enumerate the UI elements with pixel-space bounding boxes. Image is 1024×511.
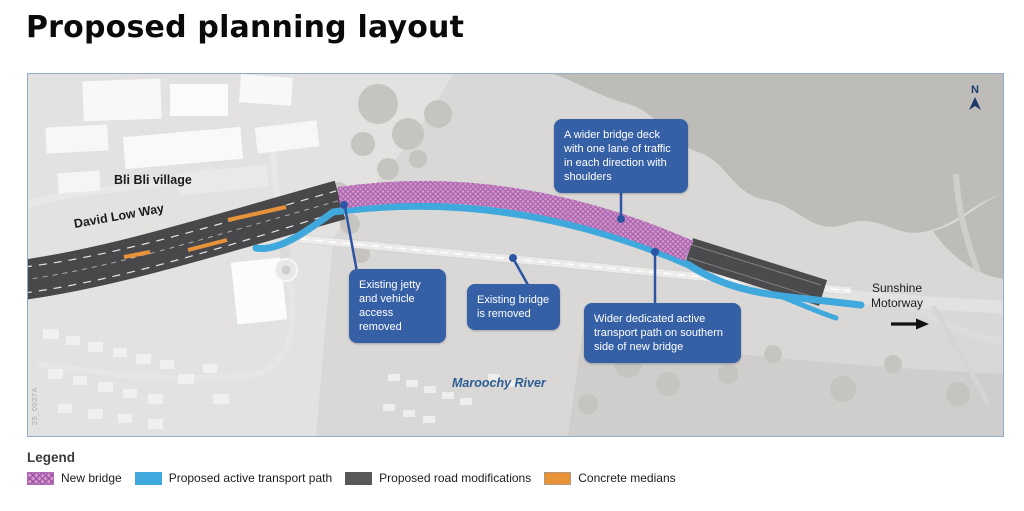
forest-area	[458, 74, 1003, 233]
legend-label: New bridge	[61, 471, 122, 485]
road-modifications-swatch	[345, 471, 373, 485]
callout-existing-bridge-removed: Existing bridge is removed	[467, 284, 560, 331]
aerial-map-graphic	[28, 74, 1003, 436]
figure-id-watermark: 25_0037A	[30, 387, 39, 426]
active-path-swatch	[134, 471, 162, 485]
callout-leader-lines	[343, 190, 657, 303]
page-title: Proposed planning layout	[26, 10, 465, 45]
legend-item-concrete-medians: Concrete medians	[544, 471, 676, 485]
label-sunshine-motorway: Sunshine Motorway	[870, 281, 923, 310]
david-low-way-road	[28, 180, 346, 300]
legend-label: Concrete medians	[578, 471, 676, 485]
label-bli-bli-village: Bli Bli village	[114, 173, 192, 187]
concrete-medians-swatch	[544, 471, 572, 485]
callout-jetty-removed: Existing jetty and vehicle access remove…	[349, 269, 446, 344]
direction-arrow-icon	[890, 317, 930, 331]
legend-item-new-bridge: New bridge	[27, 471, 122, 485]
north-label: N	[971, 84, 979, 96]
planning-map: Bli Bli village David Low Way Maroochy R…	[27, 73, 1004, 437]
label-maroochy-river: Maroochy River	[452, 376, 546, 390]
north-indicator: N	[964, 84, 986, 116]
active-transport-path	[252, 202, 865, 321]
north-arrow-icon	[969, 97, 981, 110]
legend-label: Proposed road modifications	[379, 471, 532, 485]
legend-item-active-path: Proposed active transport path	[134, 471, 333, 485]
legend: New bridge Proposed active transport pat…	[27, 471, 676, 485]
callout-anchor-dots	[340, 201, 659, 262]
callout-wider-bridge-deck: A wider bridge deck with one lane of tra…	[554, 119, 688, 194]
legend-item-road-modifications: Proposed road modifications	[345, 471, 531, 485]
legend-label: Proposed active transport path	[168, 471, 333, 485]
new-bridge-swatch	[27, 471, 54, 485]
concrete-medians	[123, 205, 287, 259]
legend-heading: Legend	[27, 450, 76, 465]
aerial-buildings	[43, 74, 518, 429]
new-bridge-path	[337, 180, 694, 262]
callout-transport-path: Wider dedicated active transport path on…	[584, 303, 741, 364]
